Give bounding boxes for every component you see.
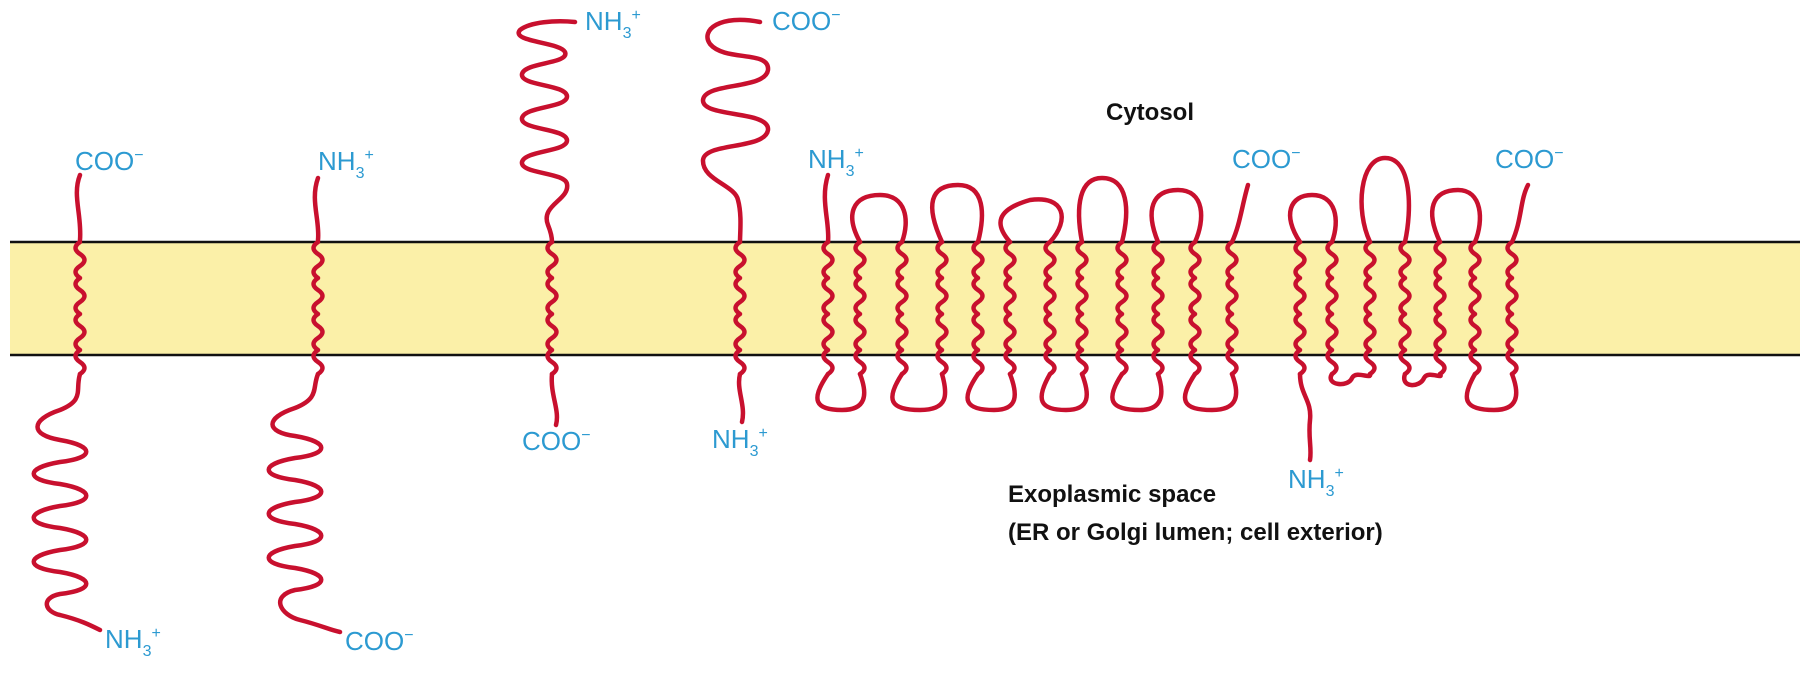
protein-single-pass-type-3 bbox=[519, 21, 575, 425]
terminus-coo-label: COO− bbox=[1495, 144, 1564, 174]
terminus-nh3-label: NH3+ bbox=[105, 624, 161, 660]
terminus-nh3-label: NH3+ bbox=[712, 424, 768, 460]
cytosol-label: Cytosol bbox=[1106, 99, 1194, 126]
terminus-coo-label: COO− bbox=[1232, 144, 1301, 174]
terminus-nh3-label: NH3+ bbox=[1288, 464, 1344, 500]
terminus-coo-label: COO− bbox=[522, 426, 591, 456]
terminus-nh3-label: NH3+ bbox=[808, 144, 864, 180]
exoplasmic-space-detail-label: (ER or Golgi lumen; cell exterior) bbox=[1008, 519, 1383, 546]
terminus-coo-label: COO− bbox=[772, 6, 841, 36]
terminus-nh3-label: NH3+ bbox=[318, 146, 374, 182]
exoplasmic-space-label: Exoplasmic space bbox=[1008, 481, 1216, 508]
terminus-coo-label: COO− bbox=[345, 626, 414, 656]
terminus-nh3-label: NH3+ bbox=[585, 6, 641, 42]
protein-tail-anchored bbox=[703, 20, 768, 422]
terminus-coo-label: COO− bbox=[75, 146, 144, 176]
